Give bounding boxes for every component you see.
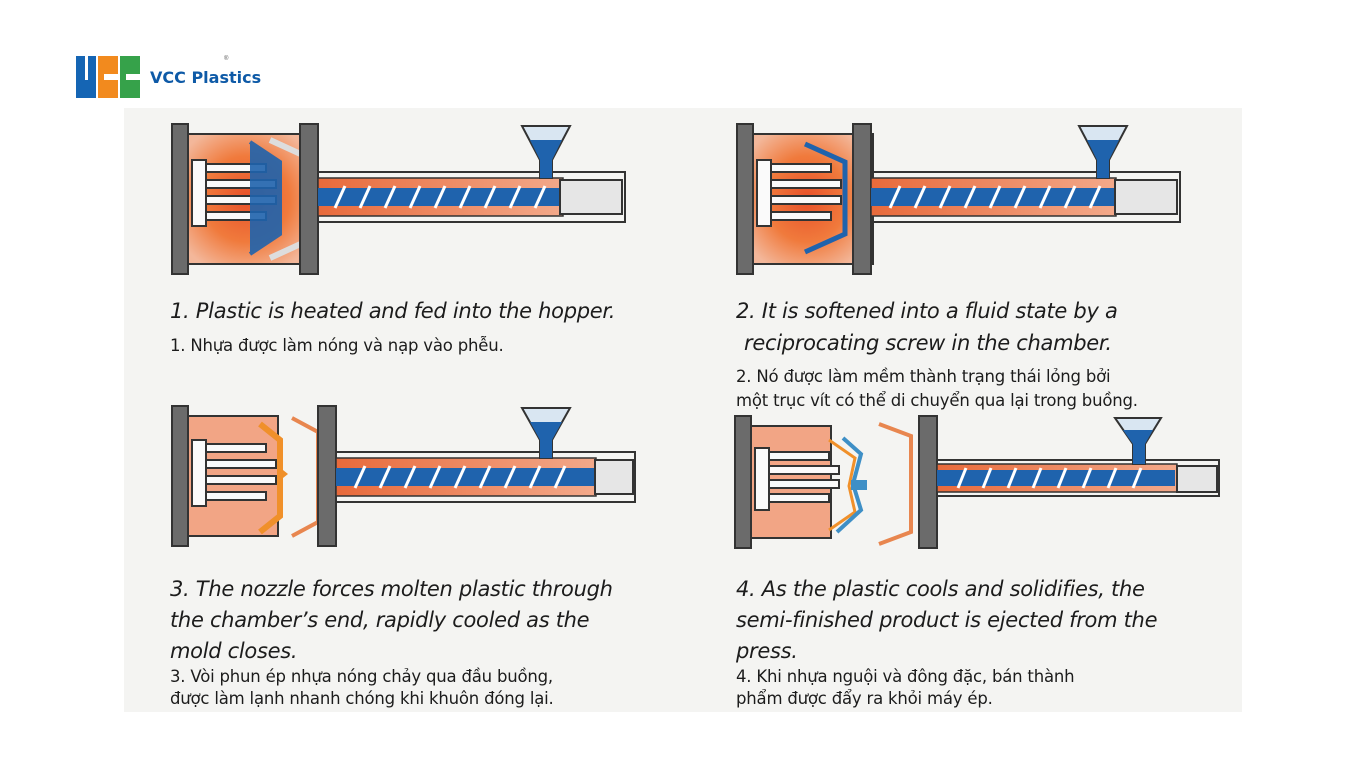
step-2-caption-en-line2: reciprocating screw in the chamber. (744, 331, 1112, 355)
step-2-caption-vi-line1: 2. Nó được làm mềm thành trạng thái lỏng… (736, 367, 1111, 386)
logo-square-green (120, 56, 140, 98)
step-2-diagram (735, 122, 1185, 278)
brand-logo[interactable]: ® VCC Plastics (76, 56, 261, 98)
step-1-diagram (170, 122, 630, 278)
logo-square-blue (76, 56, 96, 98)
step-2-caption-en-line1: 2. It is softened into a fluid state by … (736, 299, 1118, 323)
brand-name: VCC Plastics (150, 67, 262, 87)
step-4-caption-en-line3: press. (736, 639, 798, 663)
step-4-caption-vi-line1: 4. Khi nhựa nguội và đông đặc, bán thành (736, 667, 1075, 686)
logo-square-orange (98, 56, 118, 98)
step-4-caption-en-line1: 4. As the plastic cools and solidifies, … (736, 577, 1145, 601)
step-4-diagram (733, 414, 1223, 552)
step-3-caption-vi-line2: được làm lạnh nhanh chóng khi khuôn đóng… (170, 689, 554, 708)
step-3-caption-en-line1: 3. The nozzle forces molten plastic thro… (170, 577, 613, 601)
step-1-caption-en: 1. Plastic is heated and fed into the ho… (170, 299, 616, 323)
step-4-caption-en-line2: semi-finished product is ejected from th… (736, 608, 1158, 632)
step-3-caption-vi-line1: 3. Vòi phun ép nhựa nóng chảy qua đầu bu… (170, 667, 553, 686)
step-3-diagram (170, 404, 640, 550)
step-4-caption-vi-line2: phẩm được đẩy ra khỏi máy ép. (736, 689, 993, 708)
step-3-caption-en-line3: mold closes. (170, 639, 298, 663)
registered-mark: ® (224, 56, 229, 62)
step-2-caption-vi-line2: một trục vít có thể di chuyển qua lại tr… (736, 391, 1138, 410)
step-3-caption-en-line2: the chamber’s end, rapidly cooled as the (170, 608, 590, 632)
vcc-logo-mark (76, 56, 140, 98)
step-1-caption-vi: 1. Nhựa được làm nóng và nạp vào phễu. (170, 336, 504, 355)
